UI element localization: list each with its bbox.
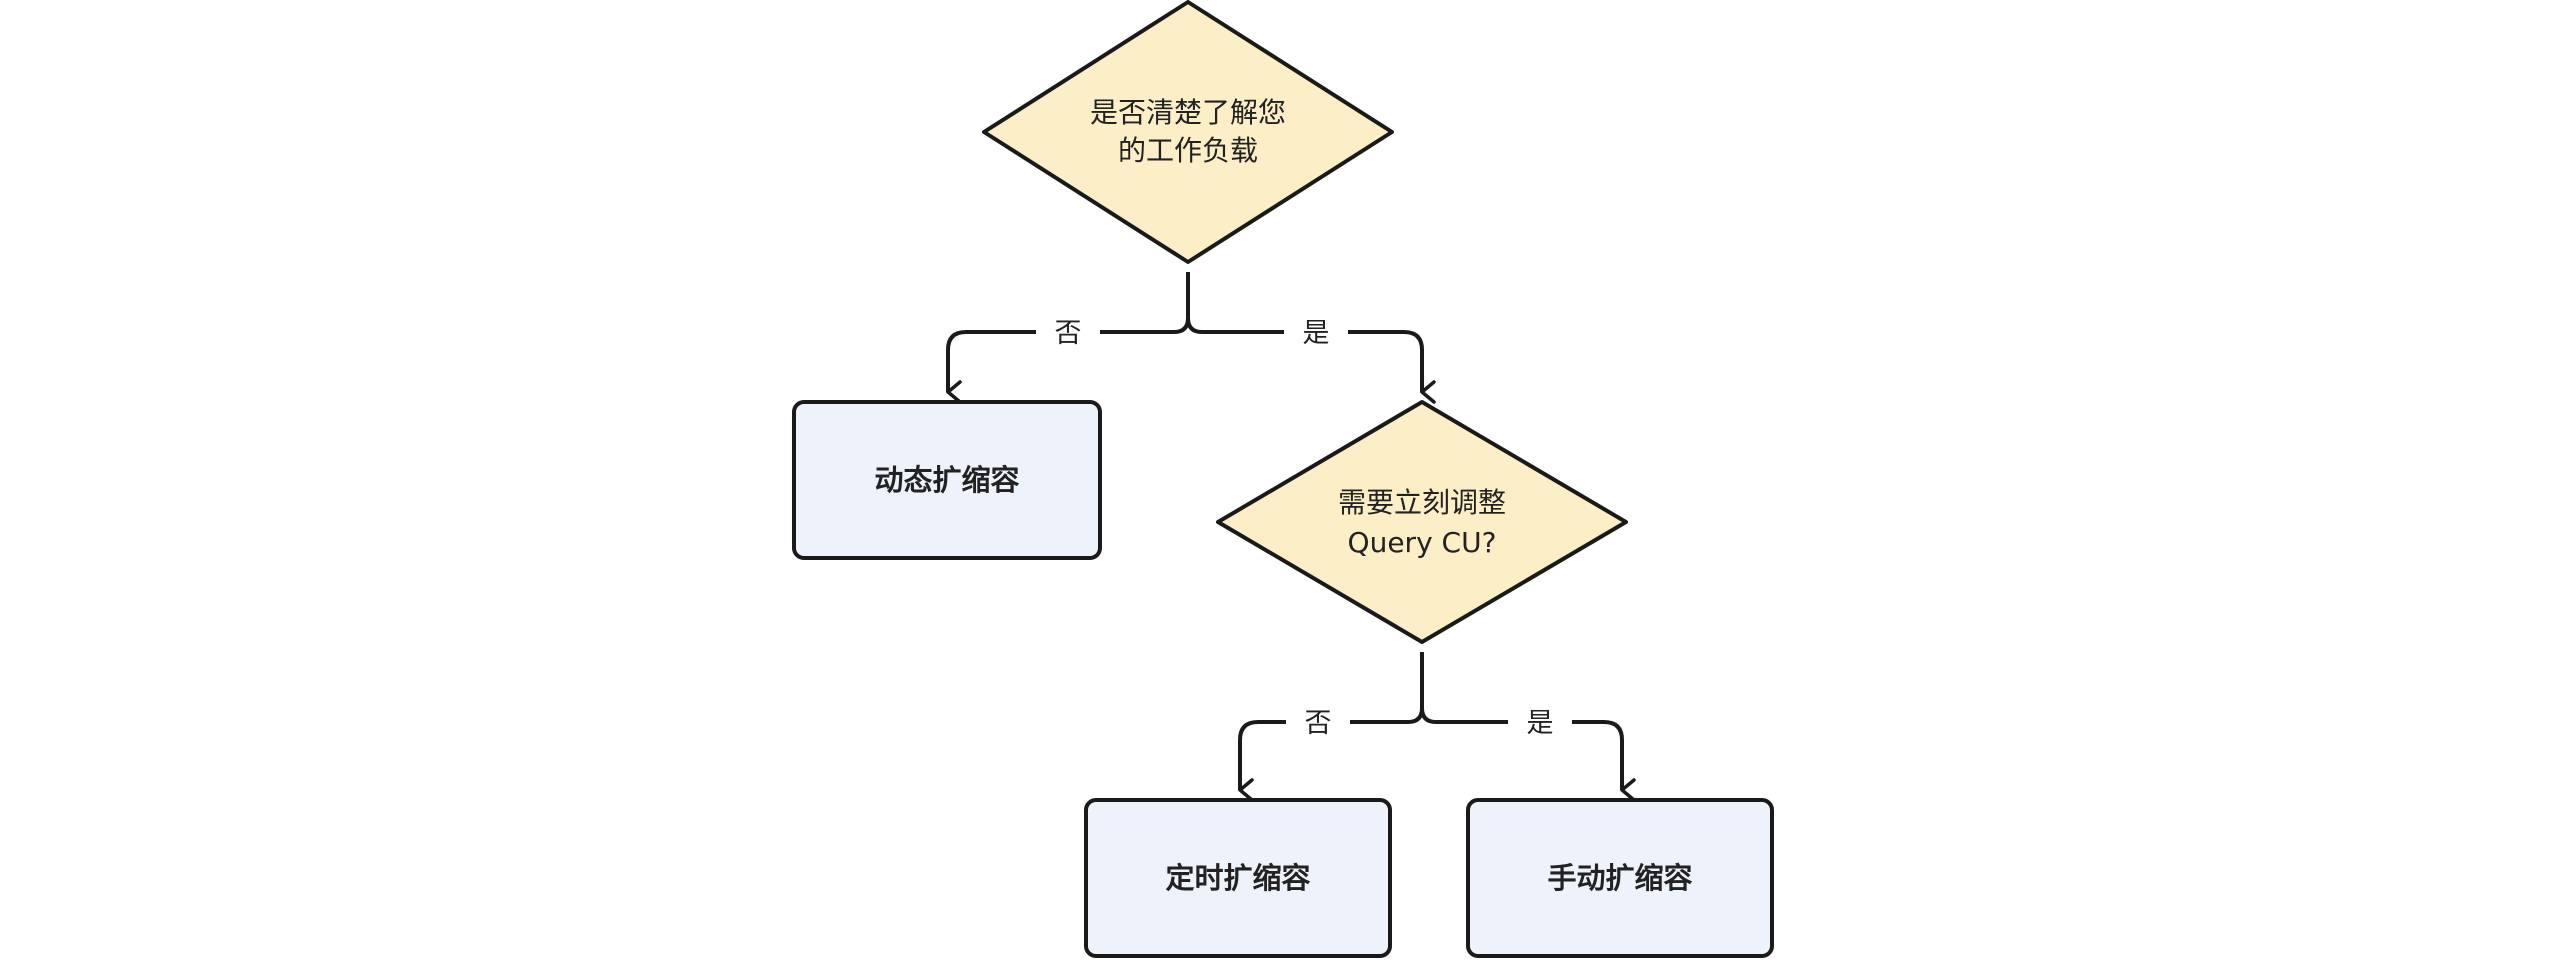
decision-workload-line-1: 是否清楚了解您 — [1090, 96, 1286, 129]
decision-workload-line-2: 的工作负载 — [1118, 134, 1258, 167]
edge-workload-yes: 是 — [1186, 272, 1436, 404]
process-scheduled-label: 定时扩缩容 — [1165, 861, 1310, 895]
edge-label-adjust-yes: 是 — [1527, 708, 1554, 739]
decision-node-adjust: 需要立刻调整 Query CU? — [1216, 400, 1628, 644]
edge-adjust-no: 否 — [1238, 652, 1424, 802]
edge-label-adjust-no: 否 — [1305, 708, 1332, 739]
edge-adjust-yes: 是 — [1420, 652, 1636, 802]
decision-node-workload: 是否清楚了解您 的工作负载 — [982, 0, 1394, 264]
process-node-dynamic: 动态扩缩容 — [792, 400, 1102, 560]
process-dynamic-label: 动态扩缩容 — [874, 463, 1019, 497]
process-node-manual: 手动扩缩容 — [1466, 798, 1774, 958]
decision-adjust-line-1: 需要立刻调整 — [1338, 486, 1506, 519]
process-manual-label: 手动扩缩容 — [1547, 861, 1692, 895]
process-node-scheduled: 定时扩缩容 — [1084, 798, 1392, 958]
edge-label-workload-yes: 是 — [1303, 318, 1330, 349]
decision-adjust-line-2: Query CU? — [1348, 526, 1497, 559]
edge-workload-no: 否 — [946, 272, 1190, 404]
edge-label-workload-no: 否 — [1055, 318, 1082, 349]
